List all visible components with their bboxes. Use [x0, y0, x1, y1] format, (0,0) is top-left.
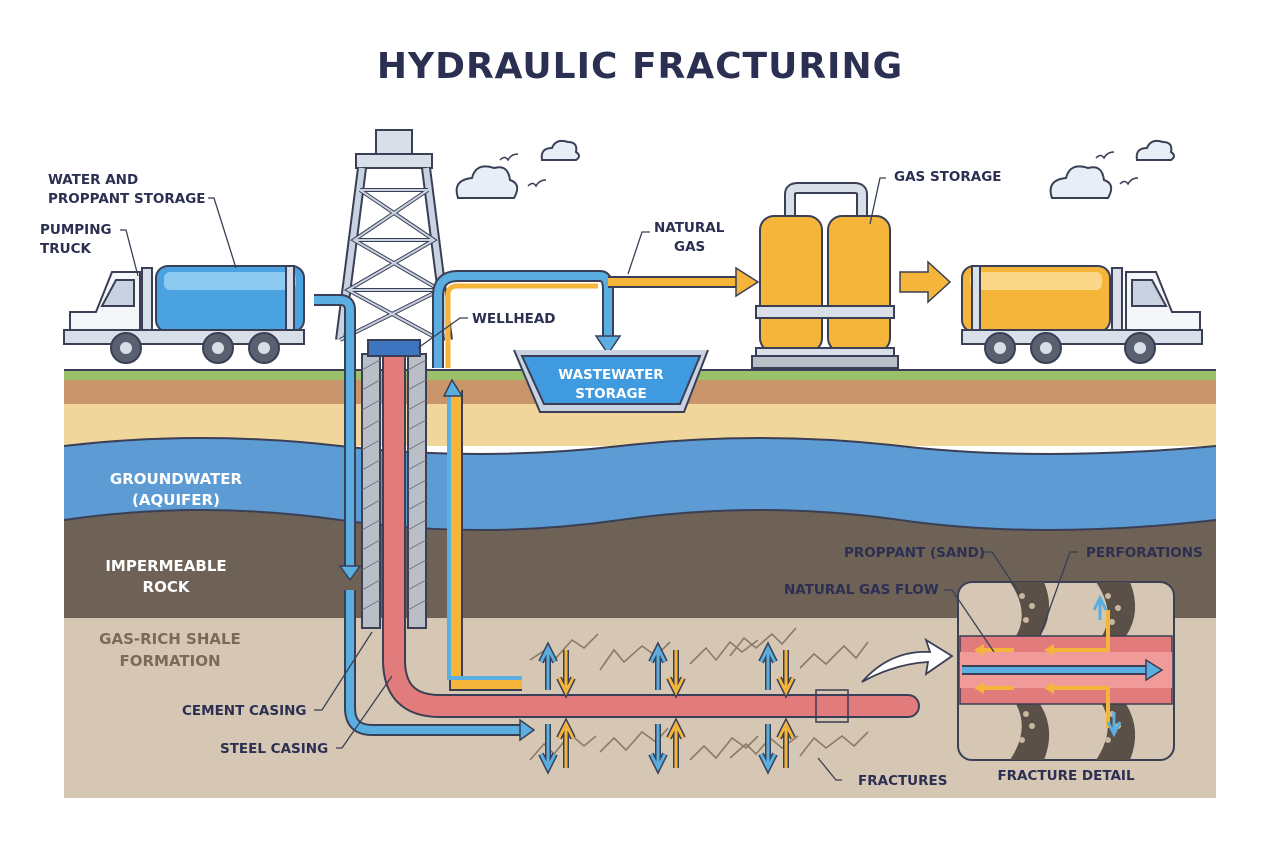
bird-icon [1119, 177, 1139, 186]
fracture-network [529, 627, 869, 761]
cement-casing [361, 353, 427, 629]
truck-icon [63, 265, 305, 364]
fracture-detail-panel [957, 581, 1175, 761]
drilling-rig-icon [335, 129, 453, 342]
pumping-truck-label-1: PUMPING [40, 222, 112, 238]
zoom-box [815, 689, 849, 723]
cement-casing-label: CEMENT CASING [182, 703, 306, 719]
cloud-icon [1049, 165, 1113, 199]
fractures-label: FRACTURES [858, 773, 947, 789]
steel-casing-label: STEEL CASING [220, 741, 328, 757]
arrow-icon [735, 266, 760, 298]
diagram-title: HYDRAULIC FRACTURING [377, 46, 903, 87]
water-proppant-label-1: WATER AND [48, 172, 138, 188]
wastewater-label-2: STORAGE [575, 386, 647, 402]
water-injection-flow [314, 294, 536, 742]
bird-icon [1095, 151, 1115, 160]
wellhead-label: WELLHEAD [472, 311, 556, 327]
bird-icon [499, 153, 519, 162]
water-proppant-label-2: PROPPANT STORAGE [48, 191, 206, 207]
perforations-label: PERFORATIONS [1086, 545, 1203, 561]
pumping-truck-label-2: TRUCK [40, 241, 91, 257]
wastewater-label-1: WASTEWATER [558, 367, 664, 383]
tank-icon [827, 215, 891, 353]
natural-gas-label-1: NATURAL [654, 220, 725, 236]
gas-storage-tanks [751, 182, 952, 369]
arrow-icon [899, 260, 952, 304]
truck-icon [961, 265, 1203, 364]
fracture-detail-label: FRACTURE DETAIL [997, 768, 1135, 784]
natural-gas-flow-label: NATURAL GAS FLOW [784, 582, 939, 598]
leader-lines [120, 177, 1078, 781]
tank-icon [759, 215, 823, 353]
cloud-icon [1135, 139, 1175, 161]
zoom-arrow-icon [861, 637, 954, 683]
shale-label-2: FORMATION [119, 652, 220, 670]
wastewater-storage-pit: WASTEWATER STORAGE [513, 349, 709, 413]
natural-gas-label-2: GAS [674, 239, 705, 255]
gas-storage-label: GAS STORAGE [894, 169, 1002, 185]
cloud-icon [540, 139, 580, 161]
cloud-icon [455, 165, 519, 199]
groundwater-label-2: (AQUIFER) [132, 491, 220, 509]
shale-label-1: GAS-RICH SHALE [99, 630, 241, 648]
fracture-flow-arrows [538, 641, 796, 775]
return-flow [432, 266, 760, 691]
steel-casing-pipe [367, 339, 920, 718]
bird-icon [527, 179, 547, 188]
groundwater-label-1: GROUNDWATER [110, 470, 243, 488]
proppant-sand-label: PROPPANT (SAND) [844, 545, 985, 561]
impermeable-label-1: IMPERMEABLE [105, 557, 226, 575]
impermeable-label-2: ROCK [143, 578, 191, 596]
